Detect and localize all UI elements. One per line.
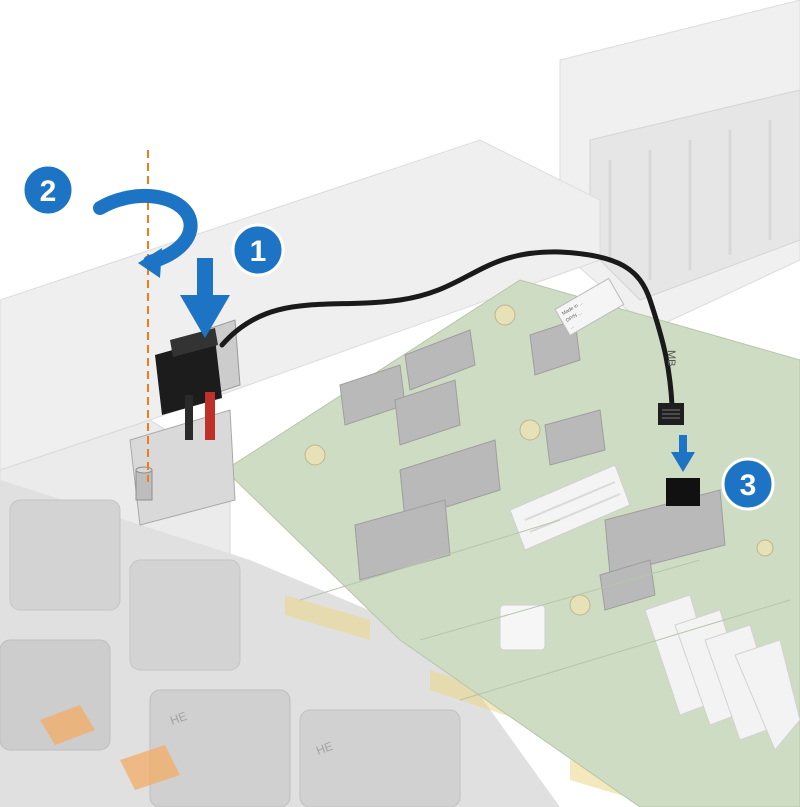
cable-connector-plug	[658, 403, 684, 425]
dimm-slots	[644, 594, 800, 751]
small-connector	[499, 604, 546, 651]
motherboard	[224, 279, 800, 807]
step-badge-1: 1	[231, 223, 285, 277]
step-badge-3: 3	[721, 457, 775, 511]
step-number: 3	[740, 469, 757, 502]
cable-label: Made in ... DP/N ... ...	[554, 277, 625, 337]
fan-latch	[40, 705, 180, 790]
switch-cable	[219, 249, 675, 408]
cable-label-line: ...	[569, 324, 576, 331]
step-number: 1	[250, 235, 267, 268]
motherboard-header	[666, 478, 700, 506]
mounting-post	[135, 469, 153, 501]
step-number: 2	[40, 175, 57, 208]
connector-marking: MB	[665, 350, 677, 367]
fan-label: HE	[314, 739, 334, 758]
down-arrow-icon	[180, 258, 230, 338]
down-arrow-icon	[671, 435, 695, 472]
fan-label: HE	[168, 709, 188, 728]
rotate-arrow-icon	[93, 188, 198, 278]
step-badge-2: 2	[21, 163, 75, 217]
